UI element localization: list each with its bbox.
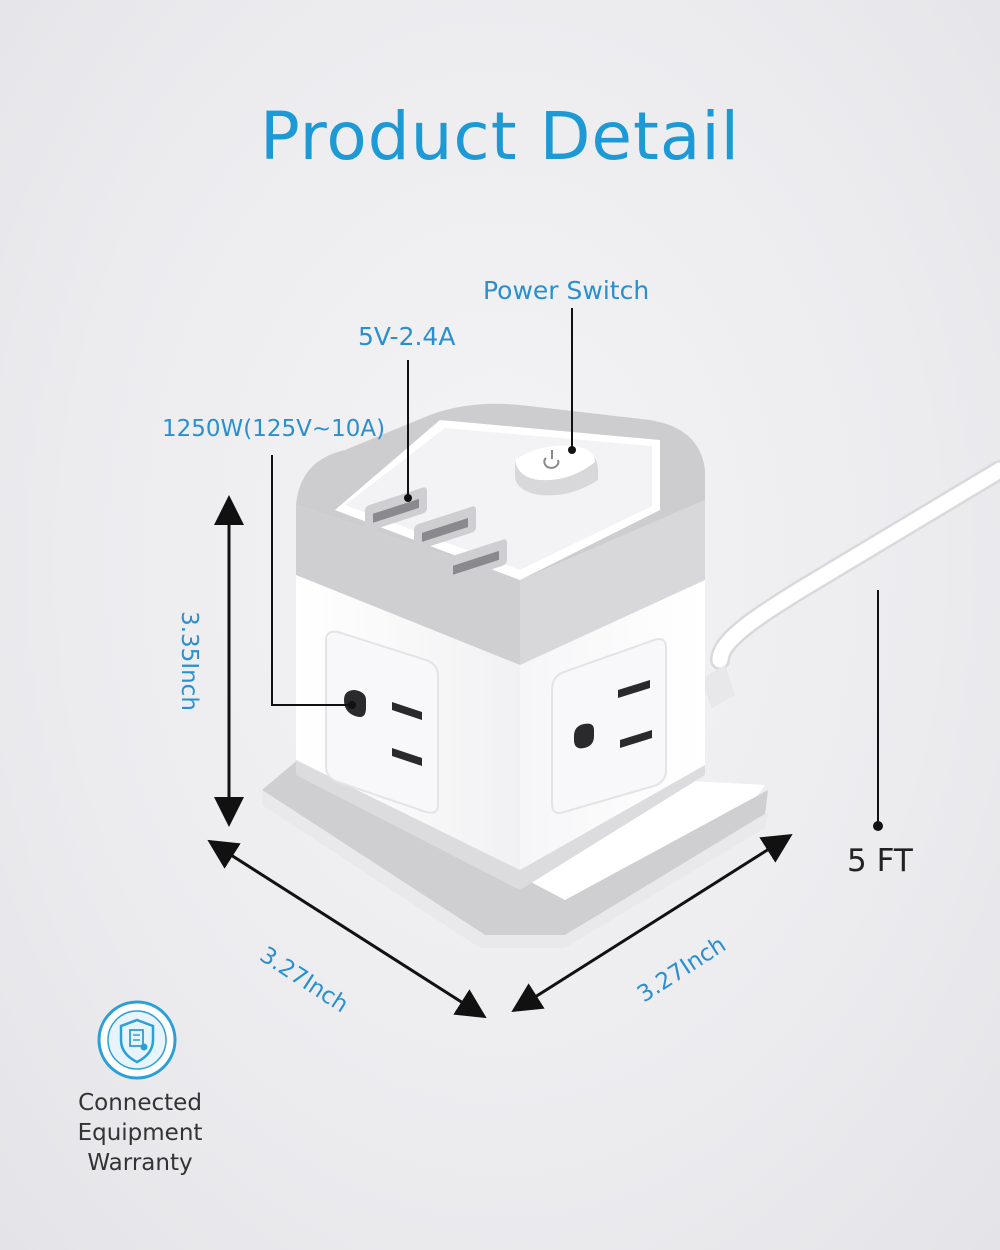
- warranty-badge-text: Connected Equipment Warranty: [40, 1088, 240, 1178]
- dimension-arrows: [207, 495, 793, 1019]
- cord-length-label: 5 FT: [847, 843, 913, 879]
- usb-rating-label: 5V-2.4A: [358, 322, 456, 351]
- ac-outlet-right: [551, 638, 667, 814]
- power-icon: [543, 450, 560, 469]
- width-left-arrow: [207, 839, 487, 1019]
- page-title: Product Detail: [260, 98, 740, 175]
- callout-lines: [271, 308, 883, 831]
- usb-port: [445, 539, 507, 584]
- usb-ports: [365, 487, 507, 584]
- power-cord: [700, 460, 1000, 708]
- warranty-line-1: Connected: [78, 1090, 202, 1116]
- power-switch-button[interactable]: [515, 445, 598, 496]
- width-right-arrow: [511, 833, 793, 1013]
- shield-warranty-icon: [97, 1000, 177, 1080]
- outlet-slot: [618, 680, 650, 698]
- height-label: 3.35Inch: [175, 611, 202, 711]
- outlet-slot: [620, 730, 652, 748]
- ground-hole: [574, 723, 594, 749]
- outlet-rating-label: 1250W(125V~10A): [162, 416, 386, 442]
- warranty-line-2: Equipment: [77, 1120, 203, 1146]
- outlet-slot: [392, 748, 422, 766]
- usb-port: [414, 506, 476, 551]
- outlet-slot: [392, 702, 422, 720]
- warranty-line-3: Warranty: [87, 1150, 193, 1176]
- power-switch-label: Power Switch: [483, 276, 650, 305]
